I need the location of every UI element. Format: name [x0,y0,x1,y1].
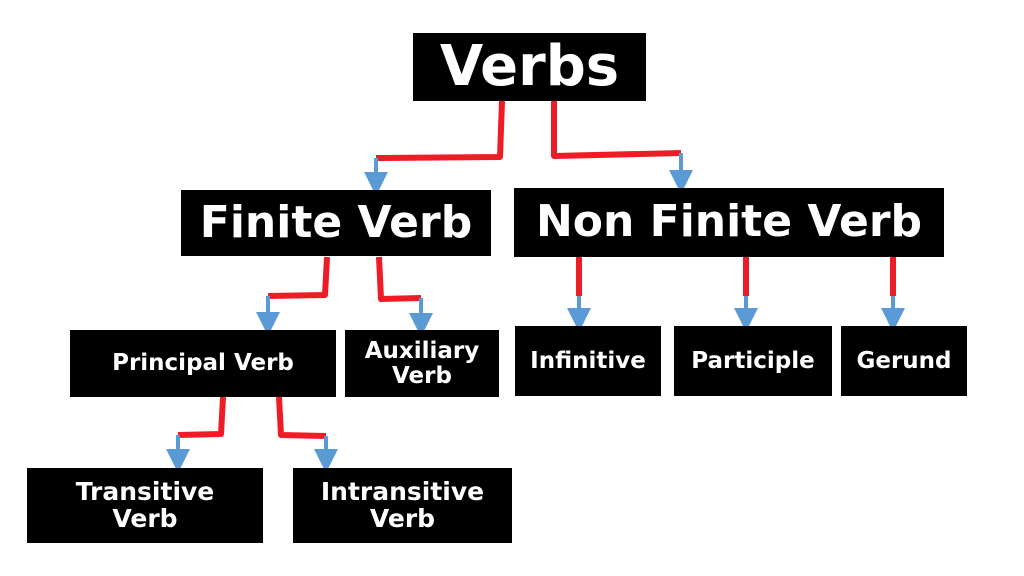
node-gerund-label: Gerund [856,347,952,374]
node-verbs: Verbs [413,33,646,101]
connector-principal-to-intransitive [276,396,327,439]
connector-finite-to-principal [267,256,330,299]
node-verbs-label: Verbs [439,33,620,99]
node-auxiliary-verb-line1: Auxiliary [364,338,480,365]
node-transitive-verb-line2: Verb [112,503,178,533]
node-intransitive-verb-line1: Intransitive [320,477,485,507]
connector-finite-to-auxiliary [376,256,422,302]
node-auxiliary-verb-line2: Verb [392,362,452,389]
node-finite-verb: Finite Verb [181,190,491,256]
node-intransitive-verb-line2: Verb [369,503,436,533]
node-participle: Participle [674,326,832,396]
node-participle-label: Participle [691,347,815,374]
node-infinitive-label: Infinitive [530,347,646,374]
connector-verbs-to-nonfinite [551,101,682,159]
node-finite-verb-label: Finite Verb [199,196,473,248]
node-intransitive-verb-text: Intransitive Verb [320,477,485,533]
node-gerund: Gerund [841,326,967,396]
node-principal-verb-label: Principal Verb [112,350,294,377]
node-infinitive: Infinitive [515,326,661,396]
node-intransitive-verb: Intransitive Verb [293,468,512,543]
node-transitive-verb-line1: Transitive [75,477,215,507]
node-transitive-verb-text: Transitive Verb [75,477,215,533]
connector-principal-to-transitive [177,396,226,438]
connector-verbs-to-finite [375,100,505,161]
node-non-finite-verb-label: Non Finite Verb [535,196,923,248]
node-principal-verb: Principal Verb [70,330,336,397]
node-transitive-verb: Transitive Verb [27,468,263,543]
node-auxiliary-verb: Auxiliary Verb [345,330,499,397]
node-auxiliary-verb-text: Auxiliary Verb [365,339,480,387]
node-non-finite-verb: Non Finite Verb [514,188,944,257]
